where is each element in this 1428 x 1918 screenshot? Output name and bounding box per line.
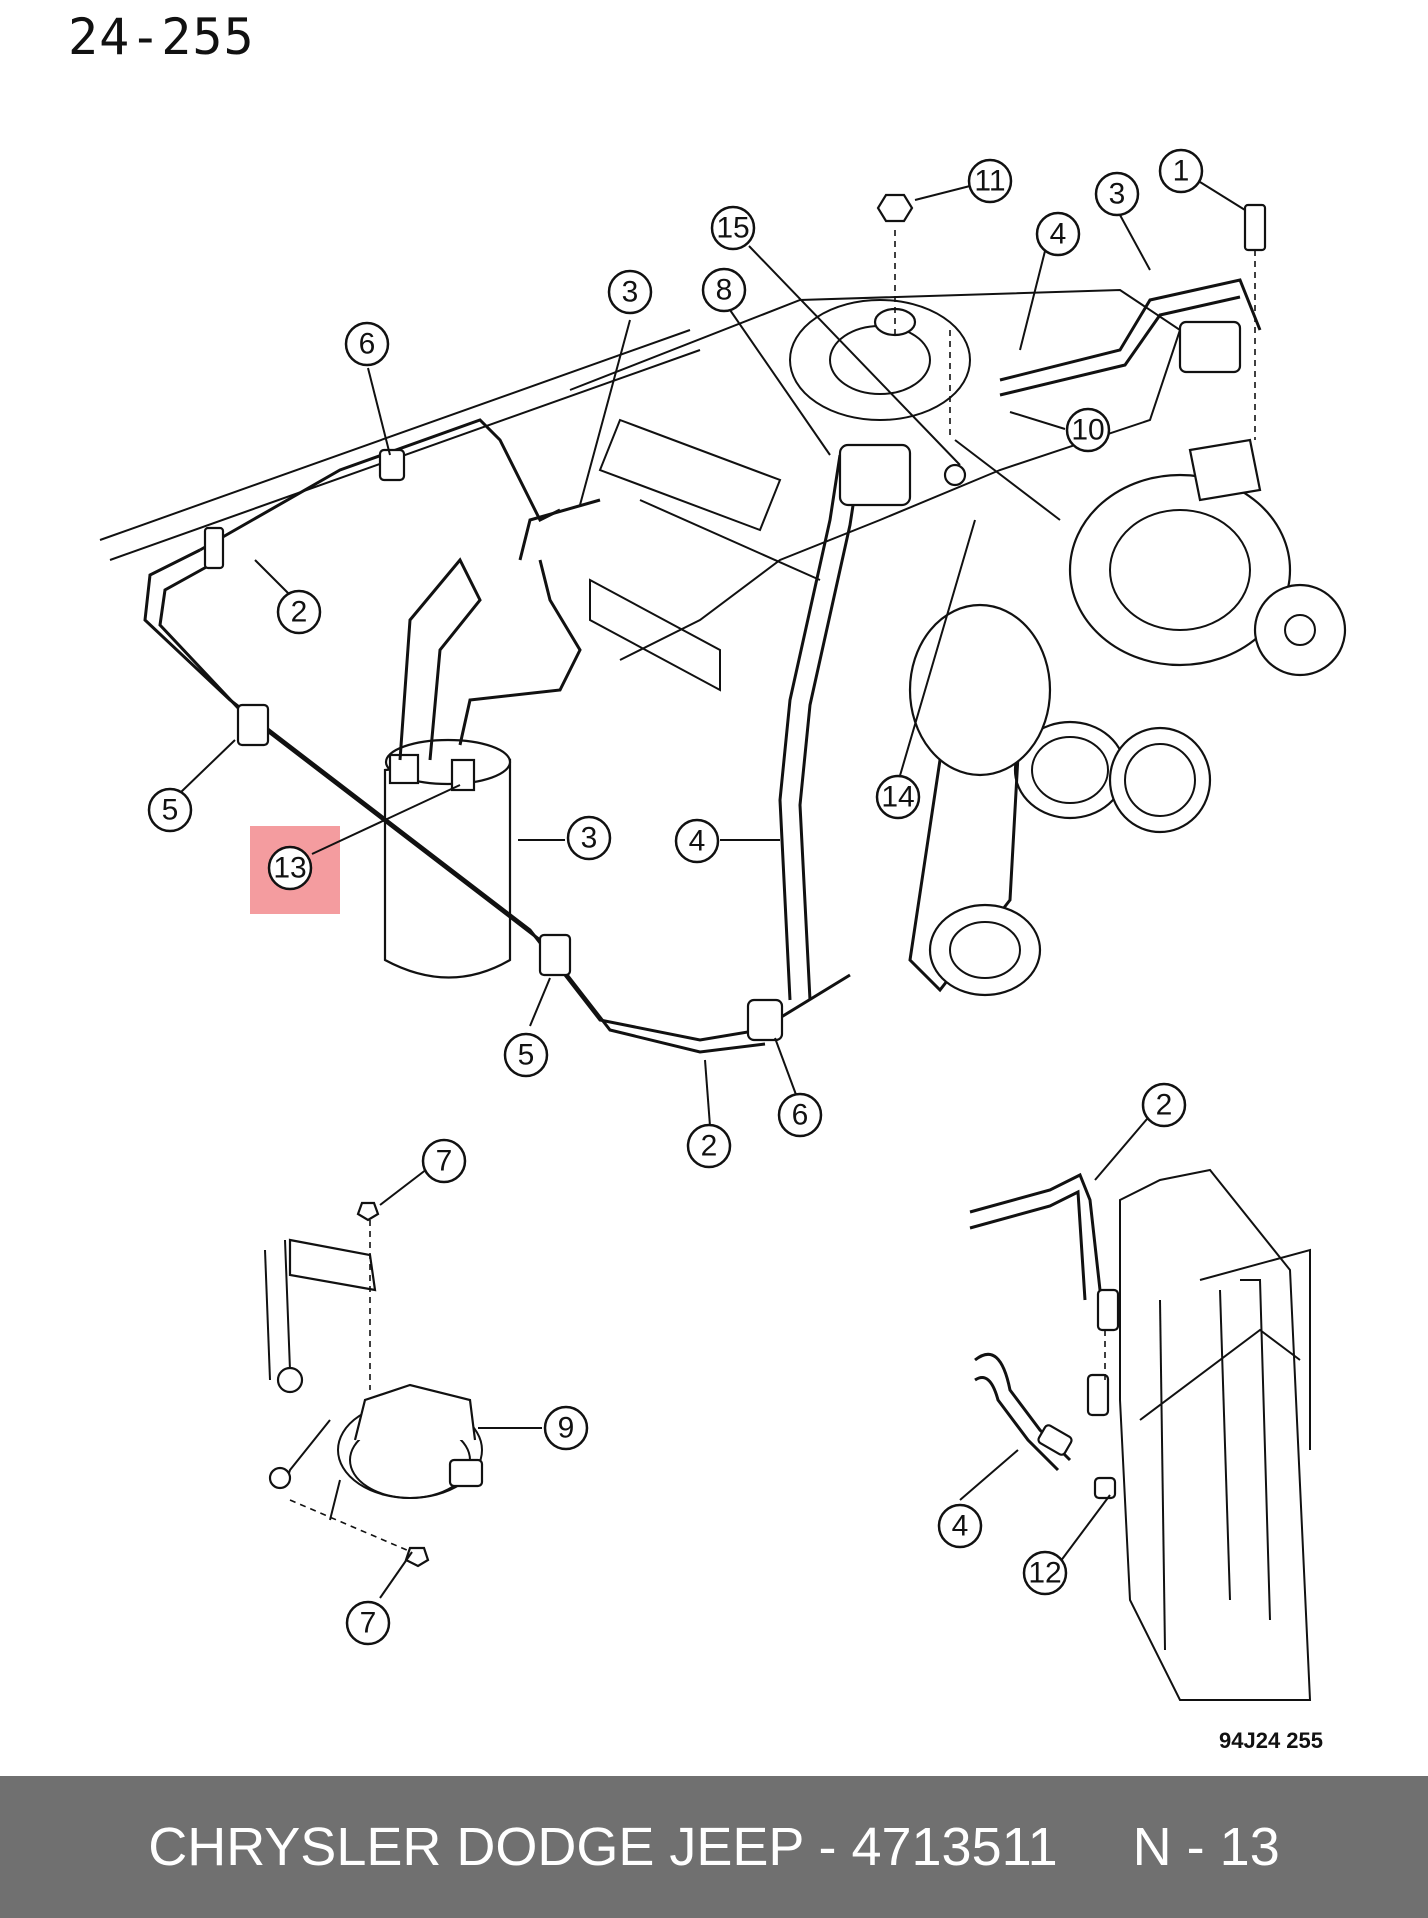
callout-6-mid-label: 6 bbox=[792, 1099, 809, 1132]
callout-11: 11 bbox=[967, 158, 1013, 204]
callout-3-mid-label: 3 bbox=[581, 822, 598, 855]
callout-2-mid-label: 2 bbox=[701, 1130, 718, 1163]
callout-4-top-label: 4 bbox=[1050, 218, 1067, 251]
callout-3-mid: 3 bbox=[566, 815, 612, 861]
callout-5-mid: 5 bbox=[503, 1032, 549, 1078]
callout-4-mid-label: 4 bbox=[689, 825, 706, 858]
callout-4-top: 4 bbox=[1035, 211, 1081, 257]
callout-6-mid: 6 bbox=[777, 1092, 823, 1138]
footer-bar: CHRYSLER DODGE JEEP - 4713511 N - 13 bbox=[0, 1776, 1428, 1918]
callout-12-label: 12 bbox=[1028, 1557, 1061, 1590]
callout-2-right: 2 bbox=[1141, 1082, 1187, 1128]
engine-line-art bbox=[99, 193, 1347, 1054]
drier-bracket-art bbox=[264, 1201, 484, 1568]
callout-4-mid: 4 bbox=[674, 818, 720, 864]
callout-5-left: 5 bbox=[147, 787, 193, 833]
callout-13: 13 bbox=[267, 845, 313, 891]
callout-8: 8 bbox=[701, 267, 747, 313]
callout-2-left: 2 bbox=[276, 589, 322, 635]
callout-15-label: 15 bbox=[716, 212, 749, 245]
callout-9-label: 9 bbox=[558, 1412, 575, 1445]
callout-5-left-label: 5 bbox=[162, 794, 179, 827]
callout-7-top-label: 7 bbox=[436, 1145, 453, 1178]
callout-2-left-label: 2 bbox=[291, 596, 308, 629]
callout-6-top: 6 bbox=[344, 321, 390, 367]
callout-3-top-right: 3 bbox=[1094, 171, 1140, 217]
callout-3-top: 3 bbox=[607, 269, 653, 315]
callout-3-top-label: 3 bbox=[622, 276, 639, 309]
parts-diagram-page: 24-255 bbox=[68, 8, 1347, 1753]
callout-4-bottom-label: 4 bbox=[952, 1510, 969, 1543]
callout-3-top-right-label: 3 bbox=[1109, 178, 1126, 211]
callout-12: 12 bbox=[1022, 1550, 1068, 1596]
callout-7-bottom-label: 7 bbox=[360, 1607, 377, 1640]
footer-part-number: CHRYSLER DODGE JEEP - 4713511 N - 13 bbox=[148, 1817, 1280, 1877]
callout-10-label: 10 bbox=[1071, 414, 1104, 447]
callout-10: 10 bbox=[1065, 407, 1111, 453]
callout-13-label: 13 bbox=[273, 852, 306, 885]
callout-15: 15 bbox=[710, 205, 756, 251]
callout-6-top-label: 6 bbox=[359, 328, 376, 361]
callout-1: 1 bbox=[1158, 148, 1204, 194]
callout-14-label: 14 bbox=[881, 781, 914, 814]
callout-11-label: 11 bbox=[974, 165, 1005, 198]
callout-2-right-label: 2 bbox=[1156, 1089, 1173, 1122]
figure-code: 94J24 255 bbox=[1219, 1728, 1323, 1753]
callout-7-bottom: 7 bbox=[345, 1600, 391, 1646]
callout-5-mid-label: 5 bbox=[518, 1039, 535, 1072]
page-code: 24-255 bbox=[68, 8, 255, 66]
callout-8-label: 8 bbox=[716, 274, 733, 307]
callout-1-label: 1 bbox=[1173, 155, 1190, 188]
callout-2-mid: 2 bbox=[686, 1123, 732, 1169]
callout-9: 9 bbox=[543, 1405, 589, 1451]
diagram-drawing: 1 11 3 4 10 15 8 3 6 2 5 13 3 4 14 5 2 6… bbox=[99, 148, 1347, 1701]
leader-lines bbox=[179, 181, 1246, 1599]
condenser-detail-art bbox=[969, 1168, 1312, 1701]
callout-4-bottom: 4 bbox=[937, 1503, 983, 1549]
callout-7-top: 7 bbox=[421, 1138, 467, 1184]
callout-14: 14 bbox=[875, 774, 921, 820]
